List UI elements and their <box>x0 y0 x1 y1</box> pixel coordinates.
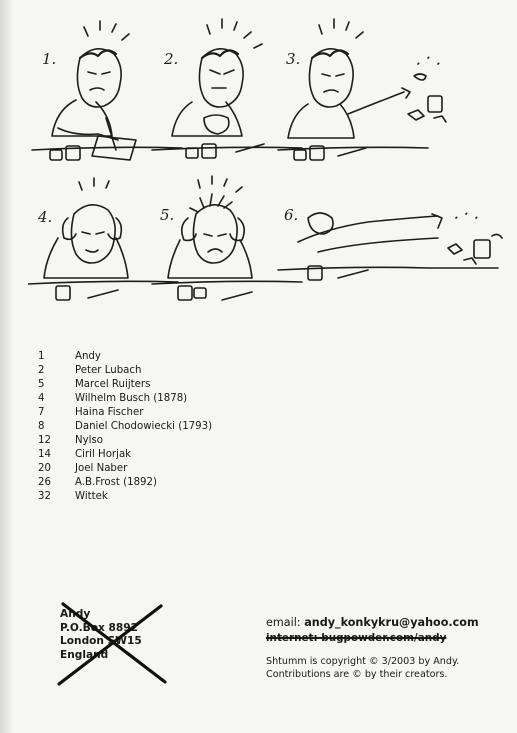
address-line: Andy <box>60 608 91 620</box>
comic-panel-6: 6. <box>277 206 503 281</box>
contributor-name: Daniel Chodowiecki (1793) <box>75 421 213 432</box>
contributor-page-number: 8 <box>38 421 45 432</box>
contributor-page-number: 5 <box>38 379 45 390</box>
website-struck: internet: bugpowder.com/andy <box>266 632 447 644</box>
contributor-row: 5 Marcel Ruijters <box>38 378 212 392</box>
contributor-row: 20 Joel Naber <box>38 462 212 476</box>
contributor-name: Peter Lubach <box>75 365 142 376</box>
contributor-name: Wittek <box>75 491 108 502</box>
address-line: England <box>60 648 109 661</box>
contributor-page-number: 32 <box>38 491 51 502</box>
contributor-page-number: 12 <box>38 435 51 446</box>
copyright-notice: Shtumm is copyright © 3/2003 by Andy. <box>266 656 460 667</box>
contributions-notice: Contributions are © by their creators. <box>266 669 448 680</box>
contributor-name: A.B.Frost (1892) <box>75 477 157 488</box>
contributor-name: Marcel Ruijters <box>75 379 151 390</box>
contributor-page-number: 4 <box>38 393 45 404</box>
contributor-name: Wilhelm Busch (1878) <box>75 393 188 404</box>
panel-number: 5. <box>160 206 174 224</box>
contributor-row: 26 A.B.Frost (1892) <box>38 476 212 490</box>
contributor-row: 12 Nylso <box>38 434 212 448</box>
comic-panel-2: 2. <box>151 18 303 159</box>
contributors-list: 1 Andy 2 Peter Lubach 5 Marcel Ruijters 4 Wilhe… <box>38 350 212 504</box>
contributor-page-number: 20 <box>38 463 51 474</box>
contributor-name: Andy <box>75 351 101 362</box>
address-line: P.O.Box 8892 <box>60 621 138 634</box>
contributor-row: 32 Wittek <box>38 490 212 504</box>
panel-number: 1. <box>42 50 56 68</box>
contributor-name: Ciril Horjak <box>75 449 132 460</box>
comic-strip: 1. 2. <box>28 18 503 301</box>
contributor-row: 7 Haina Fischer <box>38 406 212 420</box>
address-line: London SW15 <box>60 635 142 647</box>
contributor-row: 14 Ciril Horjak <box>38 448 212 462</box>
comic-panel-1: 1. <box>31 20 183 161</box>
contributor-row: 1 Andy <box>38 350 212 364</box>
comic-panel-3: 3. <box>277 18 447 161</box>
panel-number: 2. <box>163 50 178 68</box>
email-line: email: andy_konkykru@yahoo.com <box>266 616 506 632</box>
contributor-page-number: 14 <box>38 449 51 460</box>
postal-address: Andy P.O.Box 8892 London SW15 England <box>57 602 170 688</box>
panel-number: 4. <box>37 208 52 226</box>
contributor-name: Joel Naber <box>75 463 128 474</box>
contributor-page-number: 26 <box>38 477 51 488</box>
contributor-row: 2 Peter Lubach <box>38 364 212 378</box>
contributor-row: 4 Wilhelm Busch (1878) <box>38 392 212 406</box>
contributor-page-number: 7 <box>38 407 45 418</box>
contact-block: email: andy_konkykru@yahoo.com internet:… <box>266 616 506 682</box>
email-address: andy_konkykru@yahoo.com <box>304 616 479 629</box>
contributor-page-number: 1 <box>38 351 45 362</box>
comic-panel-5: 5. <box>151 175 303 301</box>
contributor-row: 8 Daniel Chodowiecki (1793) <box>38 420 212 434</box>
contributor-page-number: 2 <box>38 365 45 376</box>
contributor-name: Haina Fischer <box>75 407 144 418</box>
comic-panel-4: 4. <box>28 177 179 301</box>
panel-number: 3. <box>286 50 300 68</box>
panel-number: 6. <box>284 206 298 224</box>
email-label: email: <box>266 616 301 629</box>
contributor-name: Nylso <box>75 435 104 446</box>
